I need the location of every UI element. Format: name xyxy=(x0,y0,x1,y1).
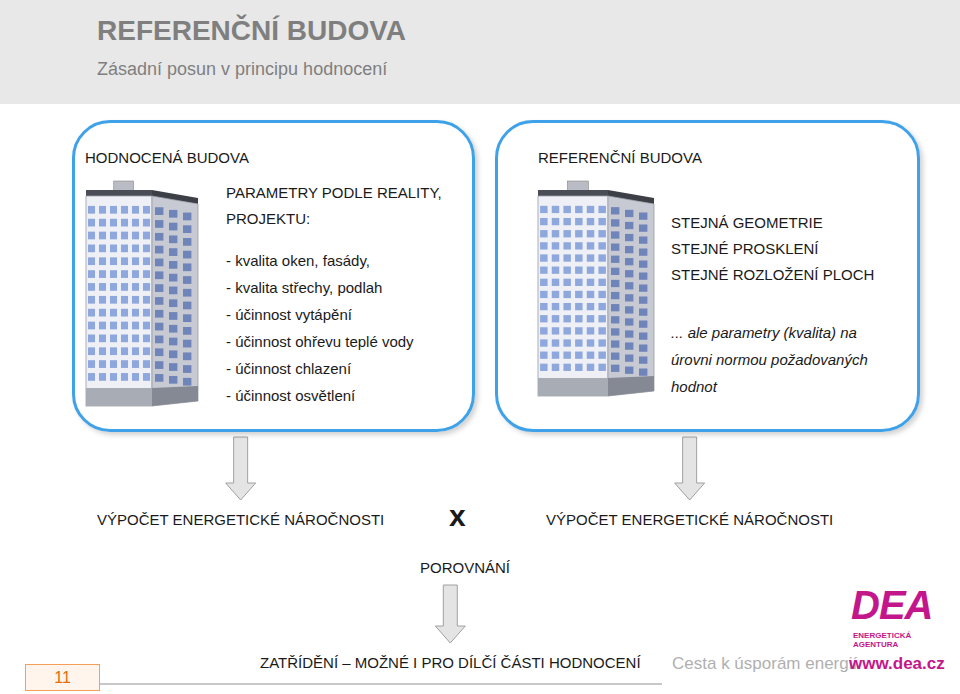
building-illustration xyxy=(86,181,198,406)
node-text: STEJNÁ GEOMETRIE xyxy=(671,213,823,233)
node-text: STEJNÉ PROSKLENÍ xyxy=(671,239,819,259)
classification-text: ZATŘÍDĚNÍ – MOŽNÉ I PRO DÍLČÍ ČÁSTI HODN… xyxy=(257,651,644,675)
building-panel: REFERENČNÍ BUDOVA STEJNÁ GEOMETRIE STEJNÉ … xyxy=(495,120,920,432)
node-text: ... ale parametry (kvalita) na úrovni no… xyxy=(671,319,896,400)
building-illustration xyxy=(538,181,654,396)
logo-caption: ENERGETICKÁ AGENTURA xyxy=(853,631,913,649)
node-text: - kvalita střechy, podlah xyxy=(226,278,382,298)
node-text: PARAMETRY PODLE REALITY, PROJEKTU: xyxy=(226,180,461,232)
footer-line xyxy=(100,683,662,685)
block-arrow xyxy=(435,585,465,643)
subtitle: Zásadní posun v principu hodnocení xyxy=(97,59,387,80)
node-text: - kvalita oken, fasády, xyxy=(226,251,370,271)
slogan: Cesta k úsporám energií xyxy=(672,654,857,674)
web-address: www.dea.cz xyxy=(849,654,945,674)
block-arrow xyxy=(675,437,705,500)
slide-title: REFERENČNÍ BUDOVA xyxy=(97,15,406,47)
result-text: VÝPOČET ENERGETICKÉ NÁROČNOSTI xyxy=(543,508,836,532)
logo-letters: DEA xyxy=(851,583,932,628)
node-text: VÝPOČET ENERGETICKÉ NÁROČNOSTI xyxy=(546,510,833,530)
node-text: - účinnost vytápění xyxy=(226,305,352,325)
node-text: - účinnost osvětlení xyxy=(226,386,355,406)
node-text: - účinnost ohřevu teplé vody xyxy=(226,332,414,352)
node-text: POROVNÁNÍ xyxy=(420,558,510,578)
block-arrow xyxy=(226,437,256,500)
versus-mark: x xyxy=(449,499,466,533)
comparison-text: POROVNÁNÍ xyxy=(417,556,513,580)
node-text: - účinnost chlazení xyxy=(226,359,351,379)
page-number: 11 xyxy=(25,664,100,691)
panel-heading: HODNOCENÁ BUDOVA xyxy=(85,148,385,168)
node-text: ZATŘÍDĚNÍ – MOŽNÉ I PRO DÍLČÍ ČÁSTI HODN… xyxy=(260,653,641,673)
building-panel: HODNOCENÁ BUDOVA PARAMETRY PODLE REALITY,… xyxy=(72,120,475,432)
result-text: VÝPOČET ENERGETICKÉ NÁROČNOSTI xyxy=(94,508,387,532)
panel-heading: REFERENČNÍ BUDOVA xyxy=(538,148,838,168)
node-text: VÝPOČET ENERGETICKÉ NÁROČNOSTI xyxy=(97,510,384,530)
node-text: STEJNÉ ROZLOŽENÍ PLOCH xyxy=(671,265,874,285)
